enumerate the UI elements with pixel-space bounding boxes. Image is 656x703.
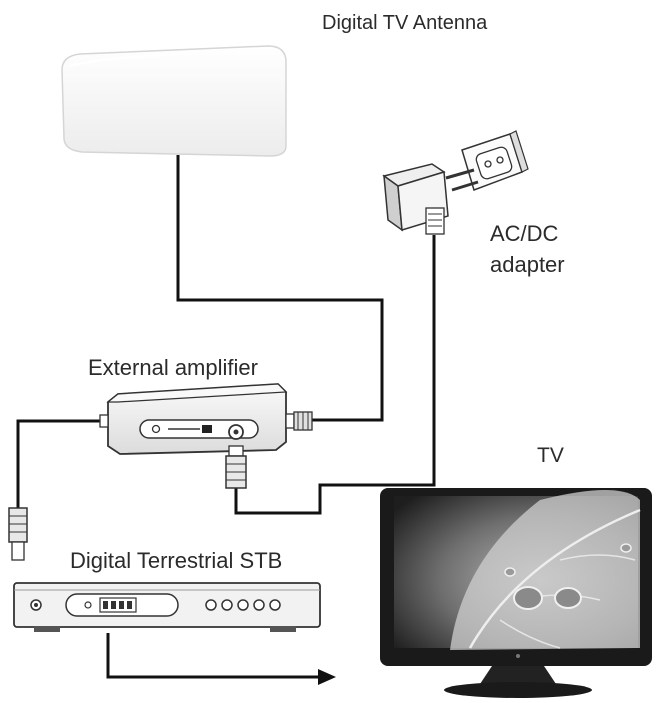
- amplifier-label: External amplifier: [88, 355, 258, 380]
- amplifier-device: [99, 383, 313, 455]
- antenna-label: Digital TV Antenna: [322, 12, 488, 34]
- stb-device: [13, 582, 321, 632]
- arrow-head-icon: [318, 669, 336, 685]
- antenna-device: [61, 45, 287, 157]
- tv-cable: [106, 633, 322, 679]
- tv-label: TV: [537, 444, 564, 467]
- stb-label: Digital Terrestrial STB: [70, 548, 283, 573]
- power-cable: [234, 235, 436, 515]
- adapter-device: [382, 163, 479, 235]
- power-plug-icon: [225, 445, 247, 489]
- antenna-cable: [176, 155, 384, 422]
- adapter-label: AC/DC adapter: [490, 221, 565, 277]
- stb-cable: [16, 419, 108, 510]
- tv-device: [380, 488, 652, 698]
- coax-plug-icon: [8, 507, 28, 561]
- wall-socket-icon: [461, 130, 529, 191]
